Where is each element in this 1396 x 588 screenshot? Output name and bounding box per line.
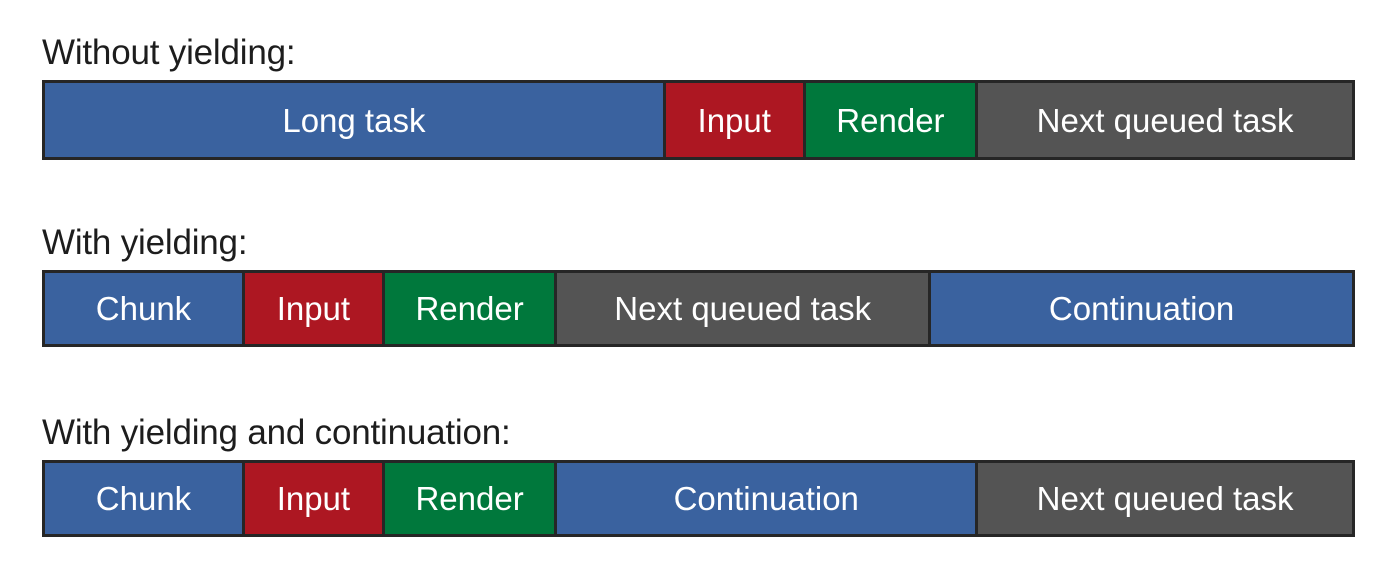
segment-render: Render — [805, 83, 979, 157]
row-label-with-yielding: With yielding: — [42, 223, 248, 262]
segment-next-queued-task: Next queued task — [557, 273, 932, 344]
timeline-row-with-yielding: With yielding: Chunk Input Render Next q… — [42, 222, 1355, 347]
segment-continuation: Continuation — [931, 273, 1352, 344]
segment-input: Input — [244, 273, 385, 344]
segment-input: Input — [665, 83, 806, 157]
segment-chunk: Chunk — [45, 463, 245, 534]
segment-next-queued-task: Next queued task — [978, 83, 1352, 157]
timeline-bar-without-yielding: Long task Input Render Next queued task — [42, 80, 1355, 160]
row-label-with-yielding-and-continuation: With yielding and continuation: — [42, 413, 511, 452]
segment-input: Input — [244, 463, 385, 534]
segment-render: Render — [384, 463, 558, 534]
row-label-without-yielding: Without yielding: — [42, 33, 296, 72]
segment-next-queued-task: Next queued task — [978, 463, 1352, 534]
segment-continuation: Continuation — [557, 463, 979, 534]
timeline-row-with-yielding-and-continuation: With yielding and continuation: Chunk In… — [42, 412, 1355, 537]
segment-chunk: Chunk — [45, 273, 245, 344]
timeline-bar-with-yielding: Chunk Input Render Next queued task Cont… — [42, 270, 1355, 347]
timeline-row-without-yielding: Without yielding: Long task Input Render… — [42, 32, 1355, 160]
timeline-bar-with-yielding-and-continuation: Chunk Input Render Continuation Next que… — [42, 460, 1355, 537]
segment-render: Render — [384, 273, 558, 344]
segment-long-task: Long task — [45, 83, 666, 157]
